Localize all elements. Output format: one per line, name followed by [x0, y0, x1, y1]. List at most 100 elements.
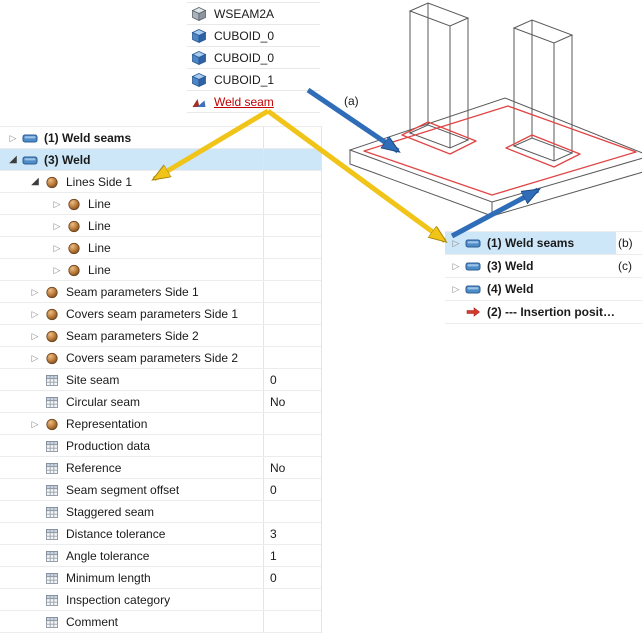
model-tree-item-weld-seam[interactable]: Weld seam: [187, 91, 320, 113]
left-tree-row[interactable]: ▷ Covers seam parameters Side 2: [0, 347, 321, 369]
expander-icon[interactable]: ▷: [31, 308, 39, 319]
row-label: Production data: [66, 438, 151, 453]
row-value[interactable]: [263, 149, 321, 170]
expander-icon[interactable]: ▷: [452, 238, 460, 248]
row-value[interactable]: 0: [263, 567, 321, 588]
expander-icon[interactable]: ▷: [31, 352, 39, 363]
row-name-cell: Reference: [0, 457, 263, 478]
row-value[interactable]: [263, 325, 321, 346]
weld-list-tree: ▷ (1) Weld seams (b) ▷ (3) Weld (c) ▷ (4…: [445, 231, 642, 324]
row-value[interactable]: [263, 127, 321, 148]
expander-icon[interactable]: ▷: [53, 264, 61, 275]
row-name-cell: ▷ Seam parameters Side 1: [0, 281, 263, 302]
grid-icon: [44, 438, 60, 454]
row-value[interactable]: [263, 435, 321, 456]
left-tree-row[interactable]: Seam segment offset 0: [0, 479, 321, 501]
left-tree-row[interactable]: ▷ Seam parameters Side 1: [0, 281, 321, 303]
expander-icon[interactable]: ▷: [53, 220, 61, 231]
row-name-cell: ▷ Line: [0, 215, 263, 236]
weld-icon: [191, 94, 207, 110]
row-main: ▷ (4) Weld: [445, 278, 616, 300]
expander-icon[interactable]: ▷: [31, 286, 39, 297]
row-label: Seam segment offset: [66, 482, 180, 497]
row-value[interactable]: 0: [263, 369, 321, 390]
expander-icon[interactable]: ▷: [452, 284, 460, 294]
left-tree-row[interactable]: Inspection category: [0, 589, 321, 611]
row-value[interactable]: [263, 193, 321, 214]
row-value[interactable]: 0: [263, 479, 321, 500]
row-name-cell: ▷ Line: [0, 259, 263, 280]
row-main: ▷ (3) Weld: [445, 255, 616, 277]
left-tree-row[interactable]: ▷ Line: [0, 215, 321, 237]
row-name-cell: ▷ Line: [0, 193, 263, 214]
row-label: Line: [88, 262, 111, 277]
left-tree-row[interactable]: ▷ Line: [0, 193, 321, 215]
left-tree-row[interactable]: Minimum length 0: [0, 567, 321, 589]
left-tree-row[interactable]: Angle tolerance 1: [0, 545, 321, 567]
grid-icon: [44, 548, 60, 564]
expander-icon[interactable]: ▷: [452, 261, 460, 271]
row-value[interactable]: [263, 237, 321, 258]
assembly-icon: [191, 6, 207, 22]
left-tree-row[interactable]: ▷ (1) Weld seams: [0, 127, 321, 149]
left-tree-row[interactable]: ▷ Covers seam parameters Side 1: [0, 303, 321, 325]
row-value[interactable]: [263, 171, 321, 192]
right-tree-row[interactable]: (2) --- Insertion position -: [445, 301, 642, 324]
left-tree-row[interactable]: ◢ (3) Weld: [0, 149, 321, 171]
row-value[interactable]: [263, 215, 321, 236]
sphere-icon: [44, 328, 60, 344]
model-tree-item[interactable]: CUBOID_1: [187, 69, 320, 91]
left-tree-row[interactable]: ▷ Representation: [0, 413, 321, 435]
left-tree-row[interactable]: ◢ Lines Side 1: [0, 171, 321, 193]
row-value[interactable]: [263, 347, 321, 368]
row-value[interactable]: [263, 413, 321, 434]
row-value[interactable]: No: [263, 391, 321, 412]
row-value[interactable]: [263, 281, 321, 302]
left-tree-row[interactable]: Distance tolerance 3: [0, 523, 321, 545]
cuboid-icon: [191, 28, 207, 44]
left-tree-row[interactable]: ▷ Seam parameters Side 2: [0, 325, 321, 347]
sphere-icon: [44, 306, 60, 322]
left-tree-row[interactable]: Circular seam No: [0, 391, 321, 413]
model-tree-item[interactable]: CUBOID_0: [187, 25, 320, 47]
row-value[interactable]: [263, 611, 321, 632]
row-name-cell: ▷ Covers seam parameters Side 1: [0, 303, 263, 324]
model-tree-item[interactable]: CUBOID_0: [187, 47, 320, 69]
row-name-cell: ▷ Line: [0, 237, 263, 258]
right-tree-row[interactable]: ▷ (3) Weld (c): [445, 255, 642, 278]
row-label: Comment: [66, 614, 119, 629]
right-tree-row[interactable]: ▷ (1) Weld seams (b): [445, 232, 642, 255]
row-label: (1) Weld seams: [487, 236, 575, 250]
expander-icon[interactable]: ▷: [31, 418, 39, 429]
row-name-cell: ▷ Representation: [0, 413, 263, 434]
annotation-tag: (c): [618, 259, 632, 273]
grid-icon: [44, 526, 60, 542]
expander-icon[interactable]: ▷: [53, 198, 61, 209]
row-value[interactable]: [263, 259, 321, 280]
expander-icon[interactable]: ▷: [53, 242, 61, 253]
left-tree-row[interactable]: Production data: [0, 435, 321, 457]
row-value[interactable]: 3: [263, 523, 321, 544]
left-tree-row[interactable]: ▷ Line: [0, 259, 321, 281]
left-tree-row[interactable]: ▷ Line: [0, 237, 321, 259]
row-value[interactable]: 1: [263, 545, 321, 566]
left-tree-row[interactable]: Staggered seam: [0, 501, 321, 523]
left-tree-row[interactable]: Comment: [0, 611, 321, 633]
weld-group-icon: [465, 258, 481, 274]
left-tree-row[interactable]: Reference No: [0, 457, 321, 479]
expander-icon[interactable]: ▷: [31, 330, 39, 341]
expander-icon[interactable]: ◢: [9, 153, 17, 165]
row-label: Line: [88, 240, 111, 255]
expander-icon[interactable]: ◢: [31, 175, 39, 187]
row-value[interactable]: [263, 589, 321, 610]
model-tree-item[interactable]: WSEAM2A: [187, 3, 320, 25]
sphere-icon: [66, 218, 82, 234]
left-tree-row[interactable]: Site seam 0: [0, 369, 321, 391]
expander-icon[interactable]: ▷: [9, 132, 17, 143]
row-value[interactable]: [263, 501, 321, 522]
right-tree-row[interactable]: ▷ (4) Weld: [445, 278, 642, 301]
cuboid-icon: [191, 50, 207, 66]
row-value[interactable]: [263, 303, 321, 324]
row-value[interactable]: No: [263, 457, 321, 478]
grid-icon: [44, 614, 60, 630]
